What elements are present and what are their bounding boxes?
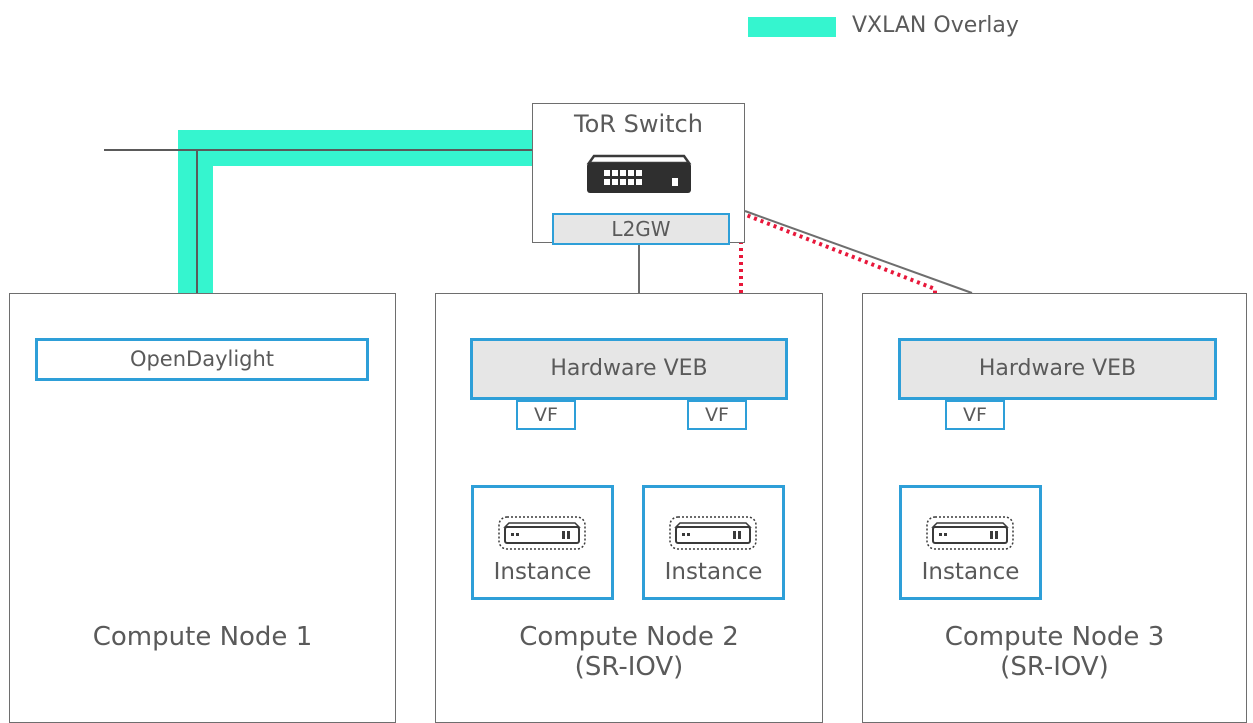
compute-node-3-label: Compute Node 3 (944, 622, 1165, 652)
compute-node-3-sublabel: (SR-IOV) (1000, 652, 1109, 682)
vxlan-overlay-path (178, 130, 533, 295)
server-icon (669, 516, 757, 550)
l2gw-box: L2GW (552, 213, 730, 245)
server-icon (926, 516, 1014, 550)
vf-box: VF (516, 400, 576, 430)
server-icon (498, 516, 586, 550)
compute-node-2-label: Compute Node 2 (519, 622, 739, 652)
uplink-line (104, 149, 533, 295)
instance-label: Instance (664, 559, 763, 585)
legend-swatch (748, 17, 836, 37)
instance-label: Instance (493, 559, 592, 585)
legend-label: VXLAN Overlay (852, 13, 1019, 38)
vf-box: VF (945, 400, 1005, 430)
hardware-veb-box: Hardware VEB (898, 338, 1217, 400)
compute-node-2-sublabel: (SR-IOV) (574, 652, 684, 682)
tor-switch-title: ToR Switch (574, 110, 703, 138)
compute-node-1-label: Compute Node 1 (92, 622, 313, 652)
tor-to-node3-line (744, 210, 973, 294)
instance-label: Instance (921, 559, 1020, 585)
network-switch-icon (586, 154, 692, 193)
hardware-veb-box: Hardware VEB (470, 338, 788, 400)
vf-box: VF (687, 400, 747, 430)
opendaylight-box: OpenDaylight (35, 338, 369, 381)
